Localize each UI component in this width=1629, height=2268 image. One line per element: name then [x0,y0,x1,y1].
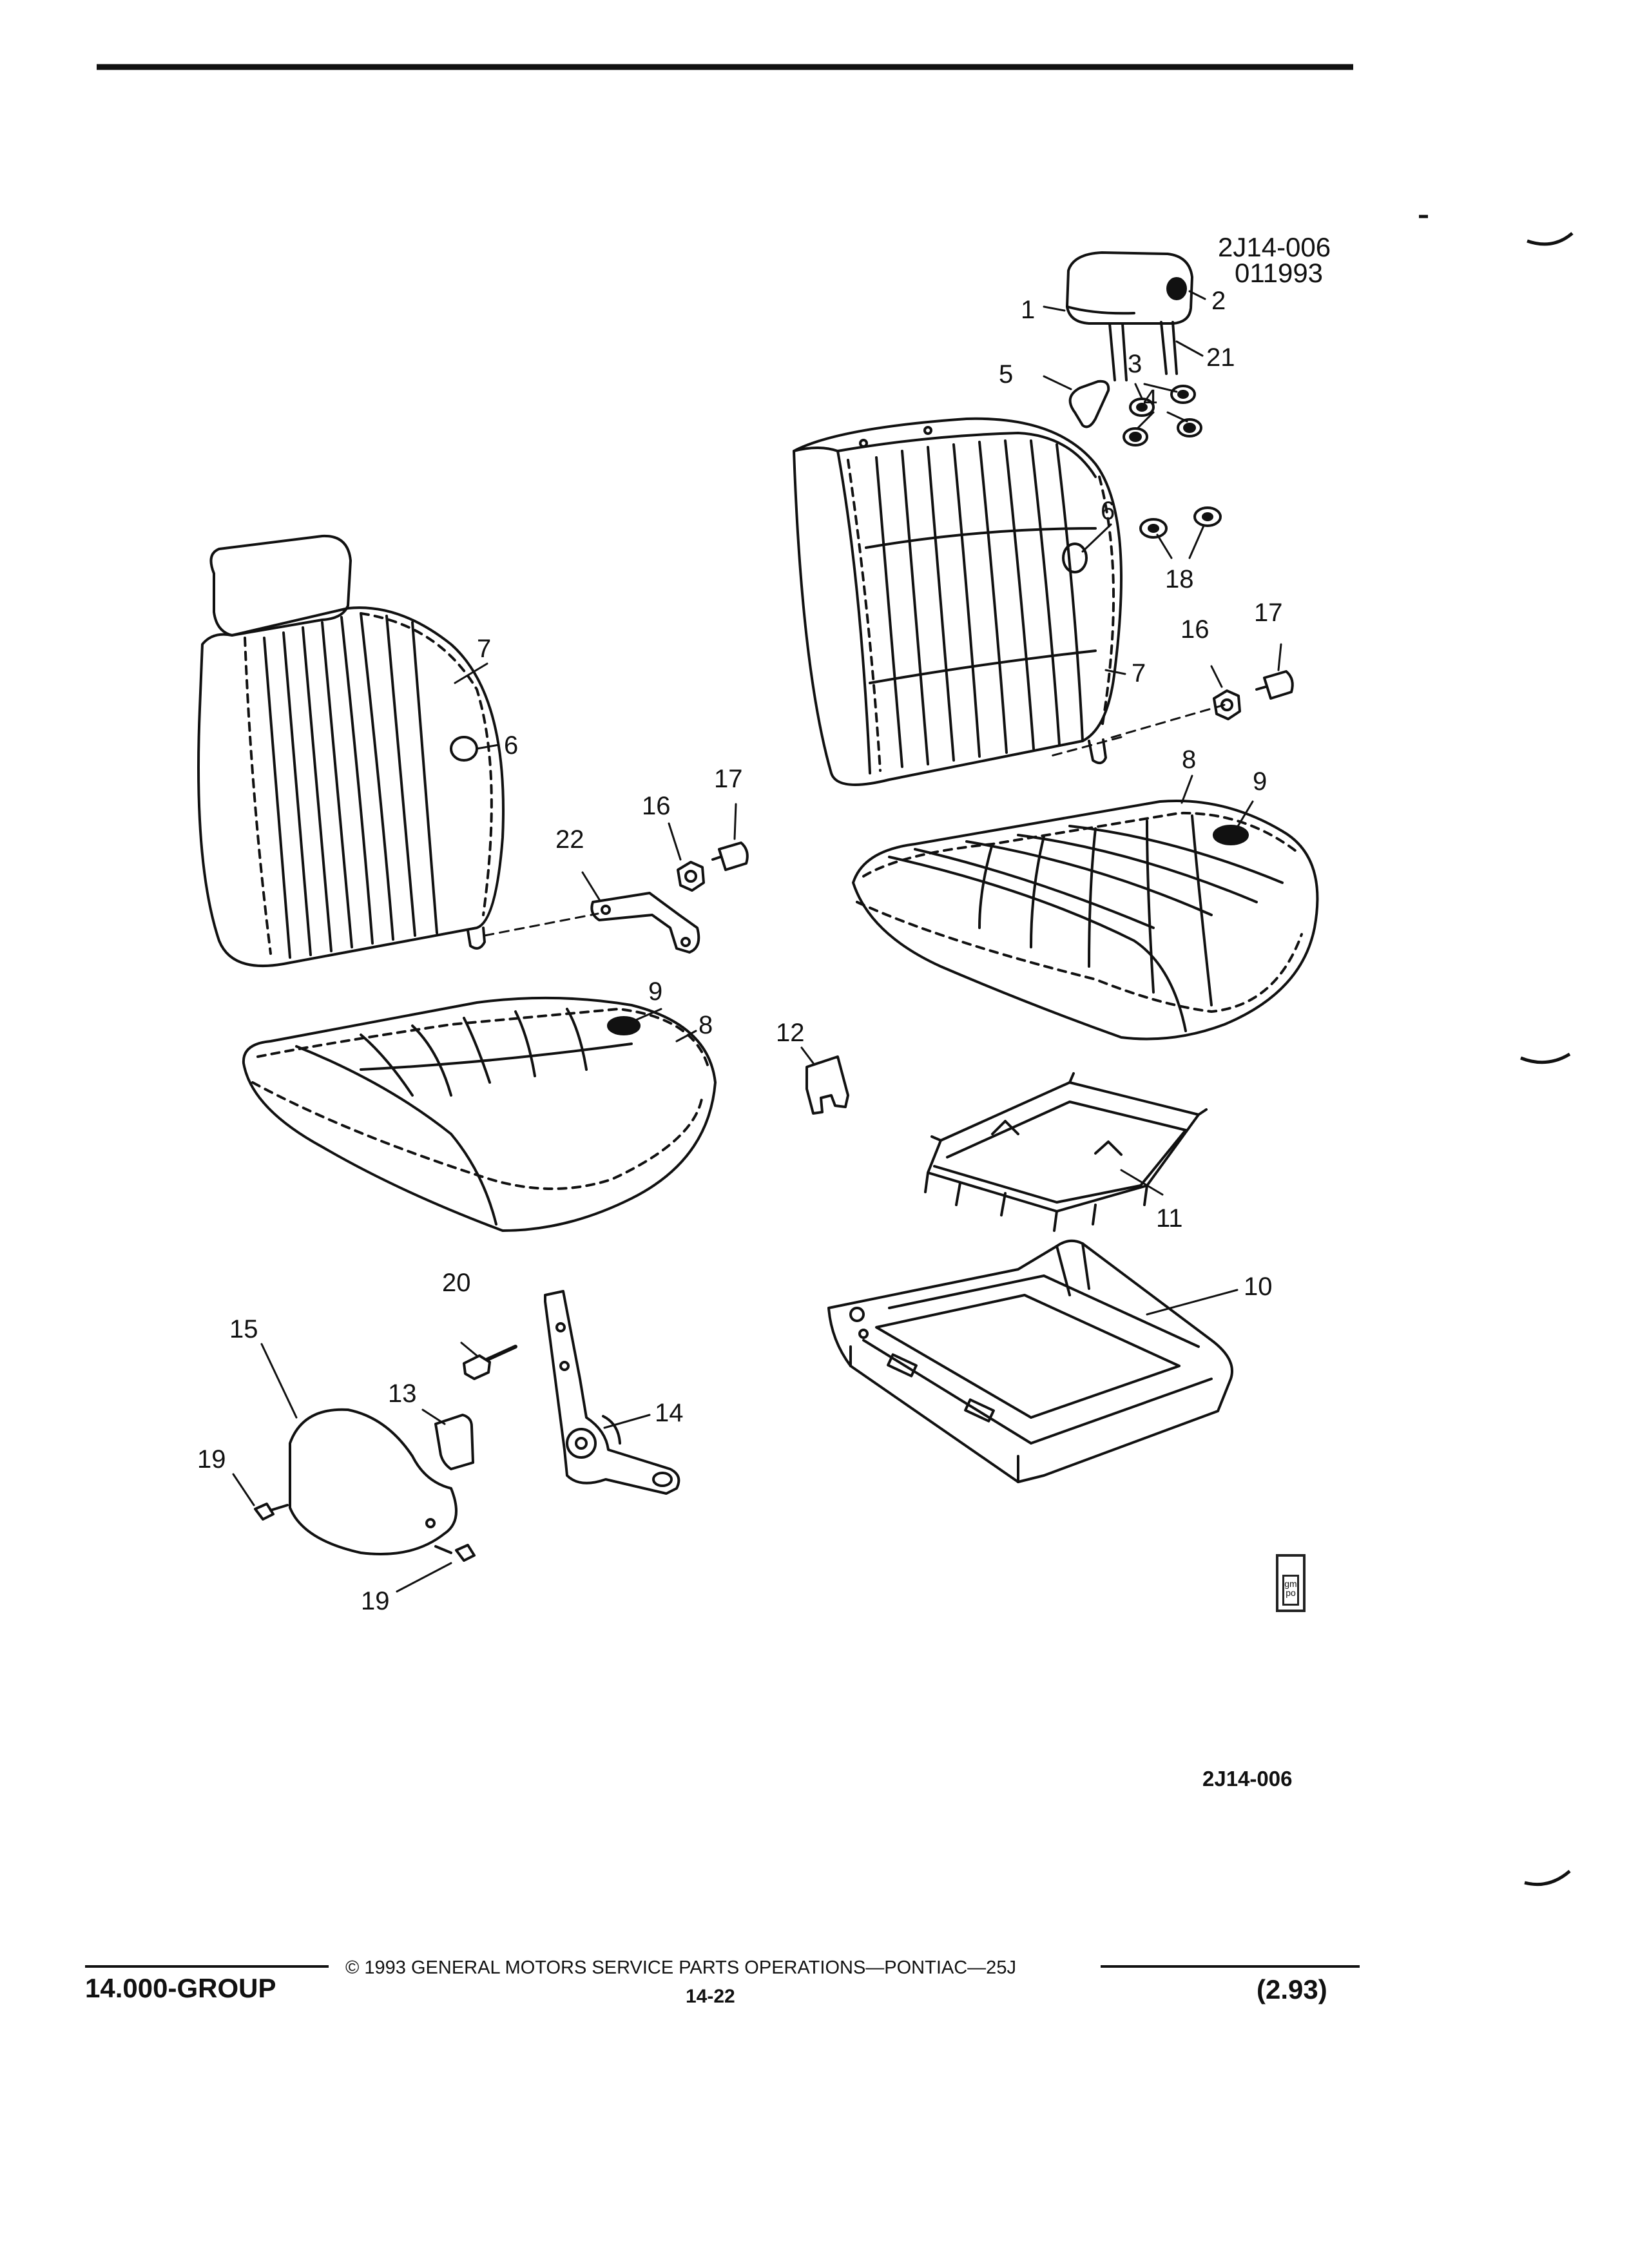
callout-9-left: 9 [648,977,662,1006]
right-seat-back [793,417,1123,786]
callout-16-right: 16 [1181,615,1210,644]
diagram-date-code: 011993 [1235,258,1324,288]
knob-part [434,1414,474,1470]
diagram-code-bottom: 2J14-006 [1202,1767,1293,1791]
callout-6-left: 6 [504,731,518,760]
grommets-3-4 [1123,385,1202,447]
footer-group: 14.000-GROUP [85,1973,276,2003]
recliner-part [544,1290,680,1495]
seat-frame-part [827,1239,1233,1483]
nut-bolt-right [1213,670,1294,720]
callout-11: 11 [1156,1204,1183,1233]
gm-parts-logo: gm po [1276,1554,1306,1612]
callout-21: 21 [1206,343,1235,372]
callout-labels: 1 2 21 3 4 5 6 18 16 17 7 8 9 7 6 16 17 … [197,287,1283,1615]
callout-15: 15 [229,1315,258,1343]
footer-copyright: © 1993 GENERAL MOTORS SERVICE PARTS OPER… [345,1957,1016,1978]
diagram-code: 2J14-006 [1218,232,1331,262]
callout-6-right: 6 [1101,497,1115,525]
right-seat-cushion [852,799,1319,1041]
left-seat-back [197,534,505,967]
gm-logo-text: gm po [1282,1575,1299,1606]
margin-marks [1419,215,1574,1887]
callout-4: 4 [1143,385,1157,413]
diagram-code-top: 2J14-006 011993 [1218,232,1331,288]
callout-13: 13 [388,1379,417,1408]
callout-3: 3 [1128,350,1142,378]
footer-page-number: 14-22 [686,1986,735,2007]
screw-part [463,1345,517,1380]
callout-7-left: 7 [477,635,491,663]
guide-clip-part [1068,380,1110,428]
callout-9-right: 9 [1253,767,1267,796]
callout-8-left: 8 [699,1011,713,1039]
callout-18: 18 [1165,565,1194,593]
left-seat-cushion [242,996,717,1232]
callout-10: 10 [1244,1273,1273,1301]
callout-17-right: 17 [1254,599,1283,627]
screws-19 [254,1503,476,1562]
callout-5: 5 [999,360,1013,389]
callout-19-right: 19 [361,1587,390,1615]
callout-2: 2 [1211,287,1226,315]
bracket-part [590,892,700,954]
callout-17-left: 17 [714,765,743,793]
callout-8-right: 8 [1182,745,1196,774]
footer-date: (2.93) [1257,1974,1327,2004]
callout-1: 1 [1021,296,1035,324]
leader-lines [232,290,1282,1593]
callout-22: 22 [555,825,584,854]
headrest-part [1066,251,1193,381]
callout-7-right: 7 [1132,659,1146,687]
callout-16-left: 16 [642,792,671,820]
side-cover-part [289,1408,458,1555]
callout-19-left: 19 [197,1445,226,1474]
clip-part [805,1055,849,1115]
grommets-18 [1139,506,1222,539]
callout-14: 14 [655,1399,684,1427]
callout-20: 20 [442,1269,471,1297]
callout-12: 12 [776,1019,805,1047]
nut-bolt-left [677,841,749,892]
